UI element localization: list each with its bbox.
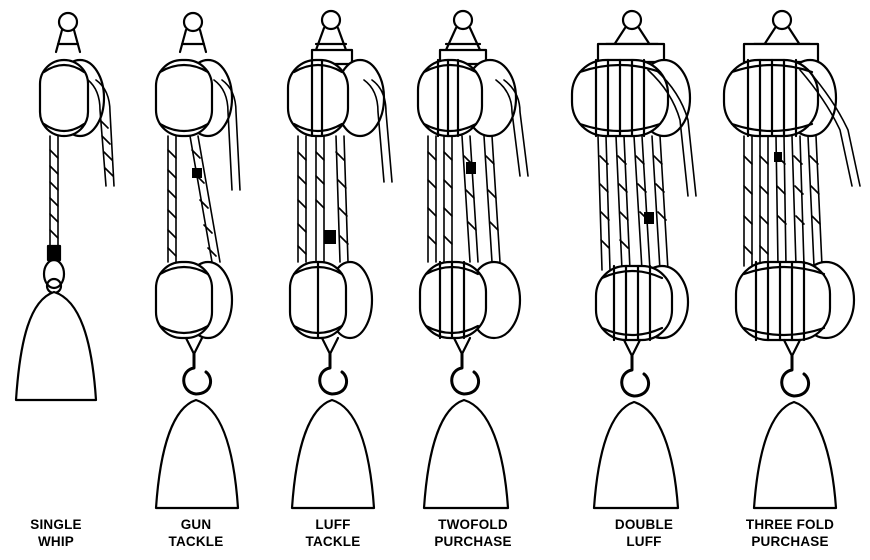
caption-gun-tackle: GUN TACKLE	[131, 516, 261, 550]
load-bell	[16, 292, 96, 400]
caption-line-2: PURCHASE	[408, 533, 538, 550]
caption-line-1: THREE FOLD	[725, 516, 855, 533]
load-bell	[292, 400, 374, 508]
caption-three-fold-purchase: THREE FOLD PURCHASE	[725, 516, 855, 550]
single-whip-illustration	[16, 13, 114, 400]
cargo-hook	[320, 338, 347, 394]
caption-line-2: TACKLE	[268, 533, 398, 550]
lower-block	[736, 262, 854, 340]
upper-block	[288, 11, 384, 136]
load-bell	[754, 402, 836, 508]
whip-eye-splice	[44, 246, 64, 293]
caption-line-1: SINGLE	[0, 516, 121, 533]
caption-luff-tackle: LUFF TACKLE	[268, 516, 398, 550]
lower-block	[596, 266, 688, 340]
load-bell	[594, 402, 678, 508]
caption-line-2: TACKLE	[131, 533, 261, 550]
cargo-hook	[782, 340, 809, 396]
upper-block	[724, 11, 836, 136]
upper-block	[418, 11, 516, 136]
caption-line-1: LUFF	[268, 516, 398, 533]
lower-block	[420, 262, 520, 338]
upper-block	[156, 13, 232, 136]
caption-line-2: LUFF	[579, 533, 709, 550]
luff-tackle-illustration	[288, 11, 392, 508]
caption-line-1: GUN	[131, 516, 261, 533]
cargo-hook	[622, 340, 649, 396]
caption-line-2: PURCHASE	[725, 533, 855, 550]
caption-line-1: TWOFOLD	[408, 516, 538, 533]
lower-block	[156, 262, 232, 338]
caption-line-1: DOUBLE	[579, 516, 709, 533]
cargo-hook	[184, 338, 211, 394]
cargo-hook	[452, 338, 479, 394]
three-fold-purchase-illustration	[724, 11, 860, 508]
caption-single-whip: SINGLE WHIP	[0, 516, 121, 550]
double-luff-illustration	[572, 11, 696, 508]
caption-twofold-purchase: TWOFOLD PURCHASE	[408, 516, 538, 550]
lower-block	[290, 262, 372, 338]
upper-block	[40, 13, 104, 136]
load-bell	[156, 400, 238, 508]
load-bell	[424, 400, 508, 508]
caption-double-luff: DOUBLE LUFF	[579, 516, 709, 550]
gun-tackle-illustration	[156, 13, 240, 508]
upper-block	[572, 11, 690, 136]
caption-line-2: WHIP	[0, 533, 121, 550]
twofold-purchase-illustration	[418, 11, 528, 508]
